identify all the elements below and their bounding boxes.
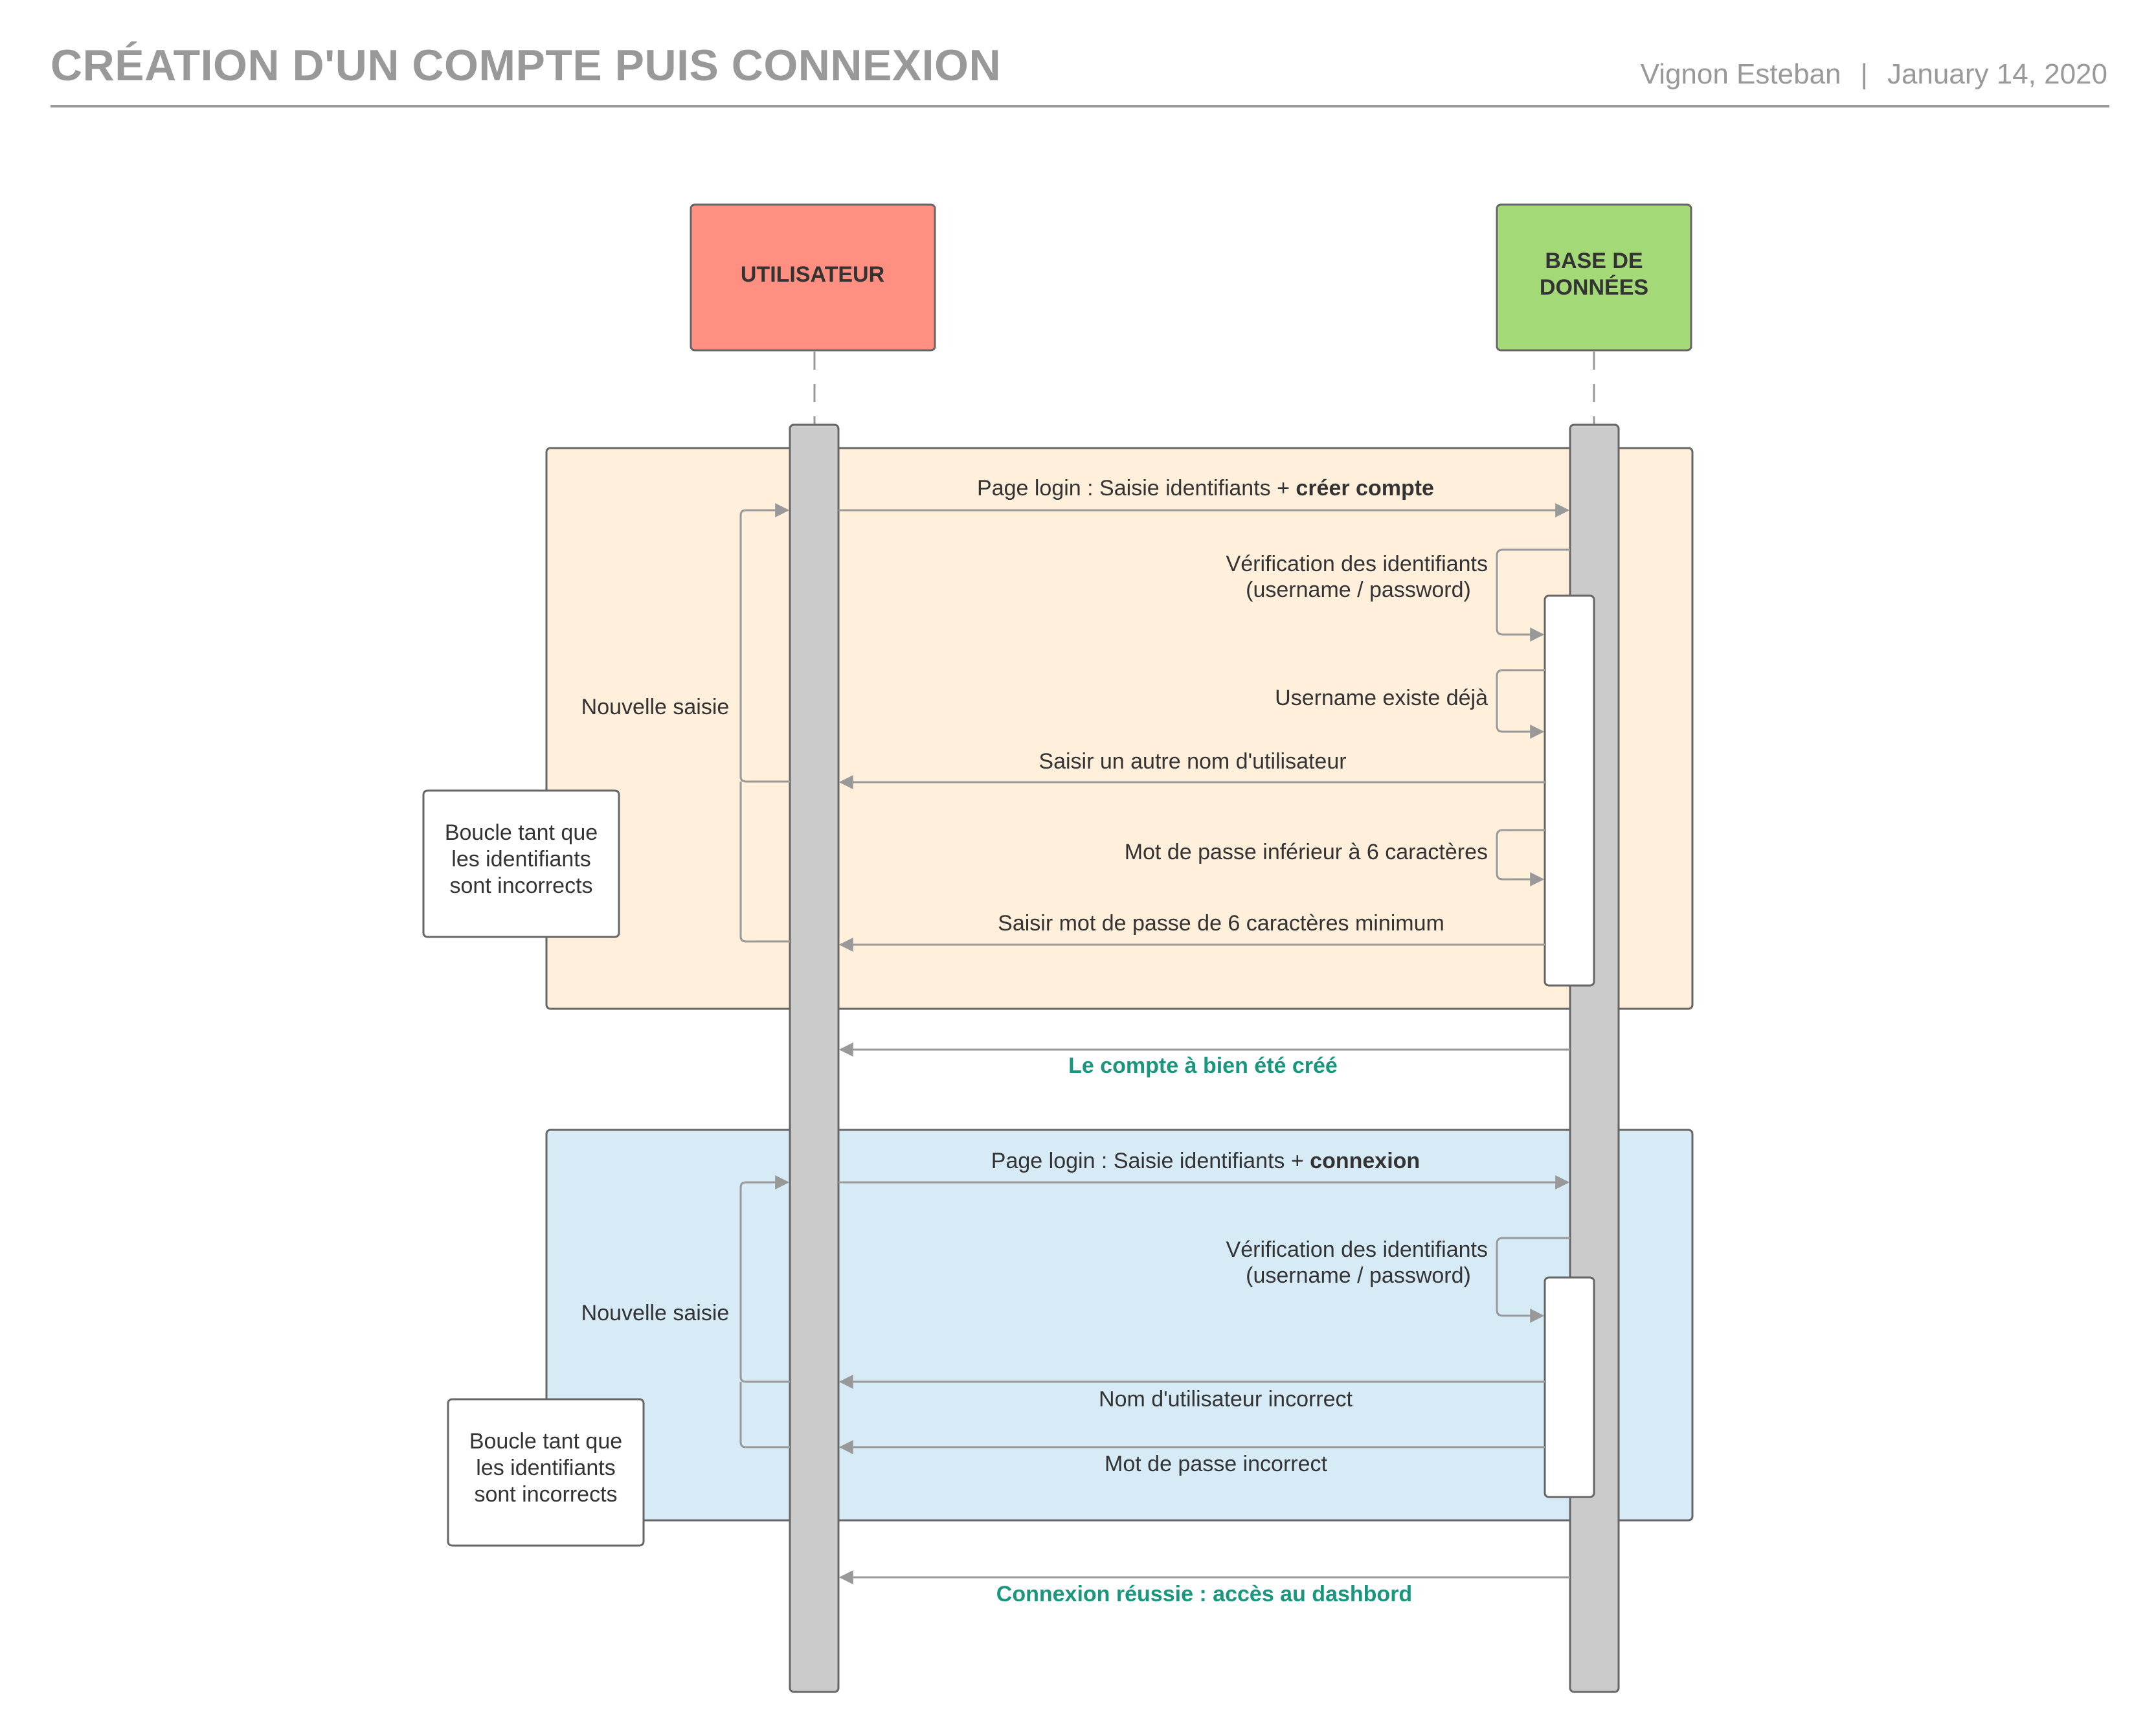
db-actor-label-line1: BASE DE [1545,249,1643,273]
create-success-label: Le compte à bien été créé [1068,1053,1338,1078]
page-title: CRÉATION D'UN COMPTE PUIS CONNEXION [51,41,1002,90]
wrong-password-label: Mot de passe incorrect [1105,1452,1327,1476]
login-retry-loop-arrow-2 [739,1382,790,1448]
other-username-label: Saisir un autre nom d'utilisateur [1039,749,1346,774]
user-lifeline [789,423,840,1693]
header-meta: Vignon Esteban | January 14, 2020 [1641,58,2107,91]
create-loop-note-line2: les identifiants [451,847,590,872]
db-activation-login [1544,1276,1595,1498]
login-verify-label-line1: Vérification des identifiants [1226,1237,1488,1262]
create-loop-note-line1: Boucle tant que [445,820,598,845]
username-exists-self-arrow [1496,669,1545,739]
login-loop-note-line1: Boucle tant que [469,1429,622,1454]
password-short-self-arrow [1496,829,1545,886]
create-loop-note-line3: sont incorrects [449,873,592,898]
create-verify-self-arrow [1496,548,1570,642]
header-rule [51,105,2109,107]
create-verify-label-line1: Vérification des identifiants [1226,552,1488,576]
db-actor-box [1496,203,1692,352]
db-activation-creation [1544,594,1595,987]
username-exists-label: Username existe déjà [1275,686,1488,710]
login-loop-note-line2: les identifiants [476,1456,615,1480]
create-verify-label-line2: (username / password) [1246,578,1471,602]
password-min-label: Saisir mot de passe de 6 caractères mini… [998,911,1444,936]
db-actor-label-line2: DONNÉES [1540,275,1648,300]
login-loop-note-line3: sont incorrects [474,1482,617,1507]
create-retry-loop-arrow-2 [739,782,790,943]
document-date: January 14, 2020 [1887,58,2107,90]
create-loop-note-box [422,789,620,938]
user-actor-label: UTILISATEUR [741,262,884,287]
login-success-label: Connexion réussie : accès au dashbord [996,1582,1412,1606]
login-request-label: Page login : Saisie identifiants + conne… [991,1149,1420,1173]
create-request-label: Page login : Saisie identifiants + créer… [977,476,1434,501]
password-short-label: Mot de passe inférieur à 6 caractères [1125,840,1488,864]
create-retry-label: Nouvelle saisie [581,695,730,719]
user-actor-box [690,203,936,352]
login-retry-label: Nouvelle saisie [581,1301,730,1325]
login-verify-self-arrow [1496,1237,1570,1323]
header-separator: | [1860,58,1868,90]
login-loop-note-box [447,1398,645,1547]
login-verify-label-line2: (username / password) [1246,1263,1471,1288]
wrong-username-label: Nom d'utilisateur incorrect [1099,1387,1353,1412]
login-retry-loop-arrow-1 [739,1175,790,1383]
create-retry-loop-arrow-1 [739,503,790,783]
author-name: Vignon Esteban [1640,58,1841,90]
